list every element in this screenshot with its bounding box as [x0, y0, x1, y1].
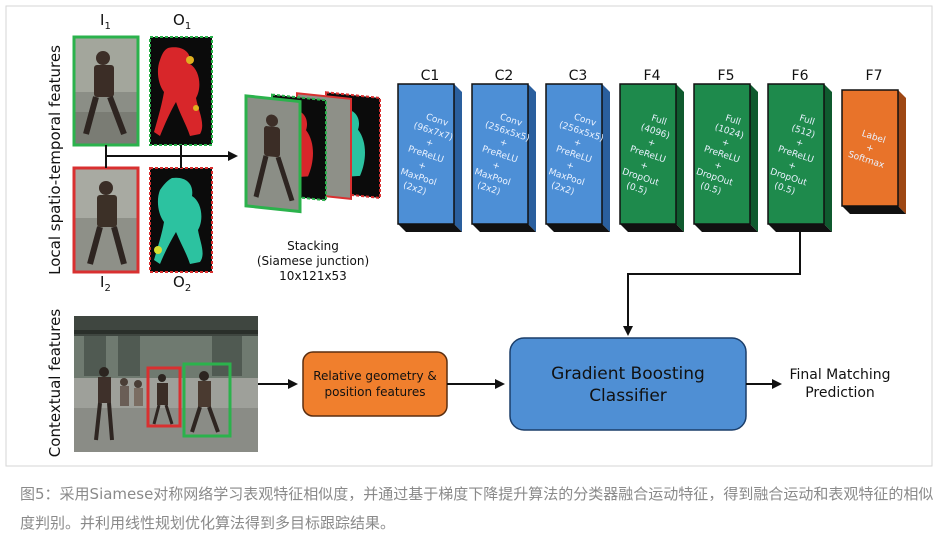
contextual-features-label: Contextual features [46, 309, 64, 458]
layer-name-c1: C1 [421, 68, 440, 84]
layer-side-f4 [676, 84, 684, 232]
input-label-i1: I1 [100, 11, 111, 32]
layer-bottom-f4 [620, 224, 684, 232]
local-features-label: Local spatio-temporal features [46, 45, 64, 275]
f6-to-classifier-connector [623, 232, 801, 336]
input-label-o1: O1 [173, 11, 191, 32]
contextual-scene-image [74, 316, 258, 452]
classifier-title-line1: Gradient Boosting [551, 364, 705, 384]
layer-name-c3: C3 [569, 68, 588, 84]
layer-name-f6: F6 [792, 68, 809, 84]
layer-front-c1 [397, 83, 455, 225]
layer-bottom-f7 [842, 206, 906, 214]
position-features-label: position features [325, 385, 426, 399]
gradient-boosting-classifier-box: Gradient Boosting Classifier [509, 337, 747, 431]
layer-name-c2: C2 [495, 68, 514, 84]
stacking-label: Stacking [287, 239, 339, 253]
layer-side-c1 [454, 84, 462, 232]
final-prediction-label: Prediction [805, 385, 875, 401]
layer-side-f5 [750, 84, 758, 232]
person-image-i2 [72, 166, 140, 274]
layer-name-f7: F7 [866, 68, 883, 84]
layer-front-f6 [767, 83, 825, 225]
layer-front-f4 [619, 83, 677, 225]
layer-side-f7 [898, 90, 906, 214]
layer-front-f5 [693, 83, 751, 225]
layer-name-f4: F4 [644, 68, 661, 84]
input-label-o2: O2 [173, 273, 191, 294]
layer-bottom-c1 [398, 224, 462, 232]
layer-side-c2 [528, 84, 536, 232]
layer-bottom-c3 [546, 224, 610, 232]
layer-bottom-c2 [472, 224, 536, 232]
stacking-size-label: 10x121x53 [279, 269, 347, 283]
final-matching-label: Final Matching [789, 367, 890, 383]
layer-front-f7 [841, 89, 899, 207]
optical-flow-image-o2 [149, 167, 213, 273]
network-diagram: Local spatio-temporal features Contextua… [5, 5, 933, 467]
layer-side-c3 [602, 84, 610, 232]
stacked-tensor [244, 91, 381, 214]
network-layers: C1Conv(96x7x7)+PreReLU+MaxPool(2x2)C2Con… [397, 68, 906, 232]
stacking-junction-label: (Siamese junction) [257, 254, 369, 268]
optical-flow-image-o1 [149, 36, 213, 146]
layer-bottom-f5 [694, 224, 758, 232]
layer-front-c2 [471, 83, 529, 225]
classifier-title-line2: Classifier [589, 386, 667, 406]
figure-caption: 图5：采用Siamese对称网络学习表观特征相似度，并通过基于梯度下降提升算法的… [20, 485, 934, 532]
layer-front-c3 [545, 83, 603, 225]
input-label-i2: I2 [100, 273, 111, 294]
layer-side-f6 [824, 84, 832, 232]
layer-name-f5: F5 [718, 68, 735, 84]
layer-bottom-f6 [768, 224, 832, 232]
relative-geometry-label: Relative geometry & [313, 369, 437, 383]
relative-geometry-box: Relative geometry & position features [302, 351, 448, 417]
person-image-i1 [72, 35, 140, 147]
